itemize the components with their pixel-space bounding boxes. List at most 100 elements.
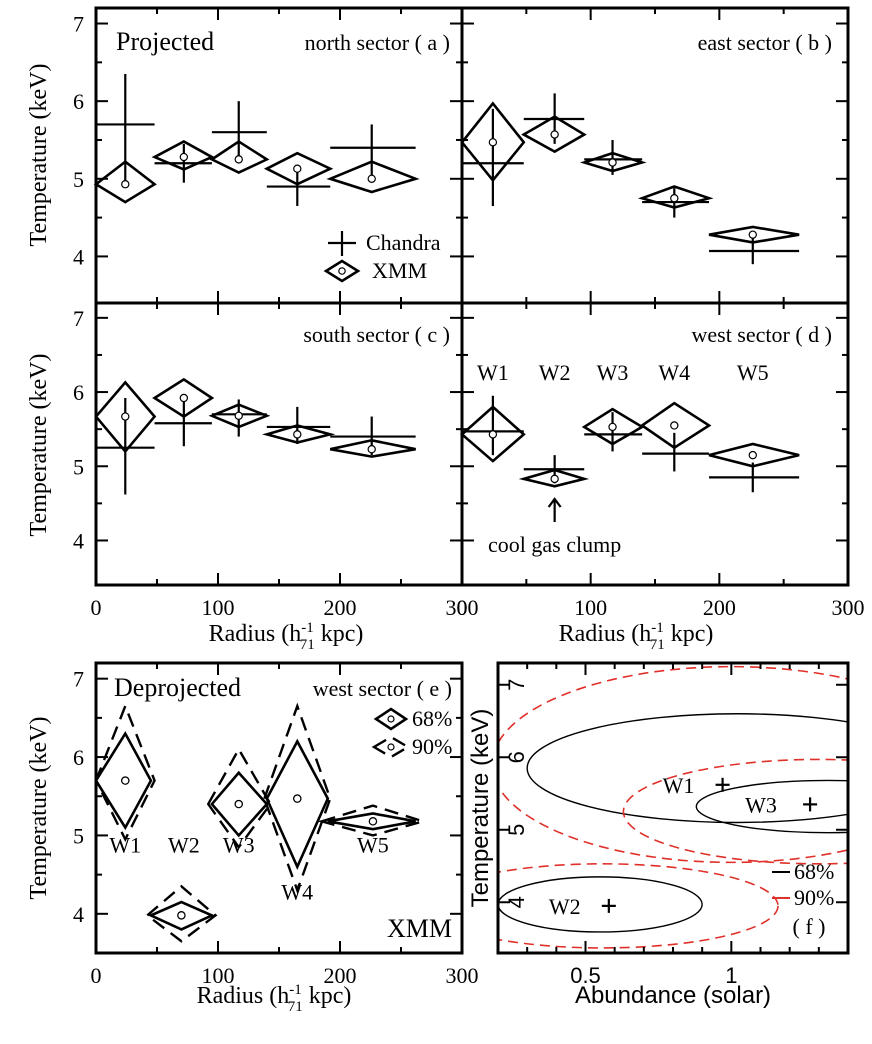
x-tick-label: 100 [574,595,607,620]
xmm-diamond [94,730,153,831]
panel-e-instrument-label: XMM [387,914,452,943]
xmm-point [488,138,498,147]
xmm-diamond [151,140,215,171]
y-tick-label: 6 [73,89,84,114]
y-tick-label: 7 [73,306,84,331]
xmm-diamond [639,401,712,450]
legend-dot-68 [387,715,395,723]
contour-90-w2 [498,863,779,949]
contour-90-w3 [622,758,848,865]
legend-label-68-f: 68% [794,859,834,884]
xmm-diamond [147,900,216,931]
panel-c-label: south sector ( c ) [303,322,450,347]
xmm-diamond [460,101,526,183]
xmm-diamond [637,185,714,209]
xmm-point [234,155,243,164]
panel-a-label: north sector ( a ) [305,30,450,55]
xmm-diamond [93,160,157,204]
y-tick-label: 6 [73,380,84,405]
panel-e-corner-label: Deprojected [114,673,241,702]
xmm-point [121,776,130,785]
x-tick-label: 100 [202,595,235,620]
xmm-diamond [521,115,587,154]
xmm-point [488,430,498,439]
y-tick-label: 7 [73,667,84,692]
y-tick-label: 5 [73,823,84,848]
region-label-d: W1 [477,360,509,385]
legend-label-68: 68% [412,706,452,731]
region-label-d: W2 [539,360,571,385]
xmm-diamond [326,160,420,194]
x-axis-title-f: Abundance (solar) [575,982,771,1009]
x-tick-label: 0.5 [570,963,601,988]
legend-e: 68%90% [371,706,452,759]
legend-dot [338,267,346,275]
y-axis-title: Temperature (keV) [26,64,52,247]
best-fit-label: W1 [663,773,695,798]
x-tick-label: 200 [703,595,736,620]
xmm-point [121,412,130,421]
xmm-diamond-90 [145,884,218,943]
xmm-diamond [263,151,334,186]
xmm-point [293,164,302,173]
x-tick-label: 300 [832,595,865,620]
panel-a-corner-label: Projected [116,27,214,56]
y-tick-label: 7 [73,12,84,37]
panel-d-label: west sector ( d ) [691,322,832,347]
legend-diamond-68 [373,707,409,731]
xmm-point [179,393,189,403]
xmm-diamond [94,380,157,454]
panel-e-label: west sector ( e ) [313,676,452,701]
region-label-e: W2 [168,833,200,858]
y-axis-title: Temperature (keV) [26,717,52,900]
xmm-diamond [329,438,416,458]
xmm-point [368,817,378,826]
xmm-diamond-90 [317,804,428,837]
y-tick-label: 5 [73,454,84,479]
x-tick-label: 300 [446,963,479,988]
y-axis-title: Temperature (keV) [467,709,494,908]
xmm-diamond [152,377,215,419]
xmm-point [550,474,559,484]
region-label-d: W3 [597,360,629,385]
clump-arrow-head [547,497,562,508]
xmm-point [234,799,243,809]
contour-area [498,665,848,949]
y-axis-title: Temperature (keV) [26,354,52,537]
xmm-point [293,430,302,439]
y-tick-label: 6 [504,751,529,763]
contour-68-w3 [695,779,848,834]
x-tick-label: 0 [457,595,468,620]
legend-label-xmm: XMM [372,258,427,283]
y-tick-label: 4 [504,896,529,908]
xmm-diamond [460,405,526,463]
xmm-diamond [708,442,800,468]
y-tick-label: 4 [73,902,84,927]
xmm-point [608,422,617,432]
region-label-e: W1 [109,833,141,858]
xmm-diamond [518,468,590,488]
y-tick-label: 5 [504,824,529,836]
panel-b: east sector ( b ) [460,6,850,305]
y-tick-label: 6 [73,745,84,770]
x-tick-label: 1 [725,963,737,988]
contour-90-w1 [498,665,848,864]
xmm-point [121,180,130,189]
legend-label-90-f: 90% [794,885,834,910]
xmm-point [179,152,189,162]
xmm-diamond [208,403,271,429]
legend-label-90: 90% [412,734,452,759]
annotation-cool-gas-clump: cool gas clump [488,532,621,557]
xmm-diamond [265,738,330,870]
x-tick-label: 100 [202,963,235,988]
xmm-point [293,794,302,803]
region-label-e: W5 [357,833,389,858]
y-tick-label: 7 [504,679,529,691]
